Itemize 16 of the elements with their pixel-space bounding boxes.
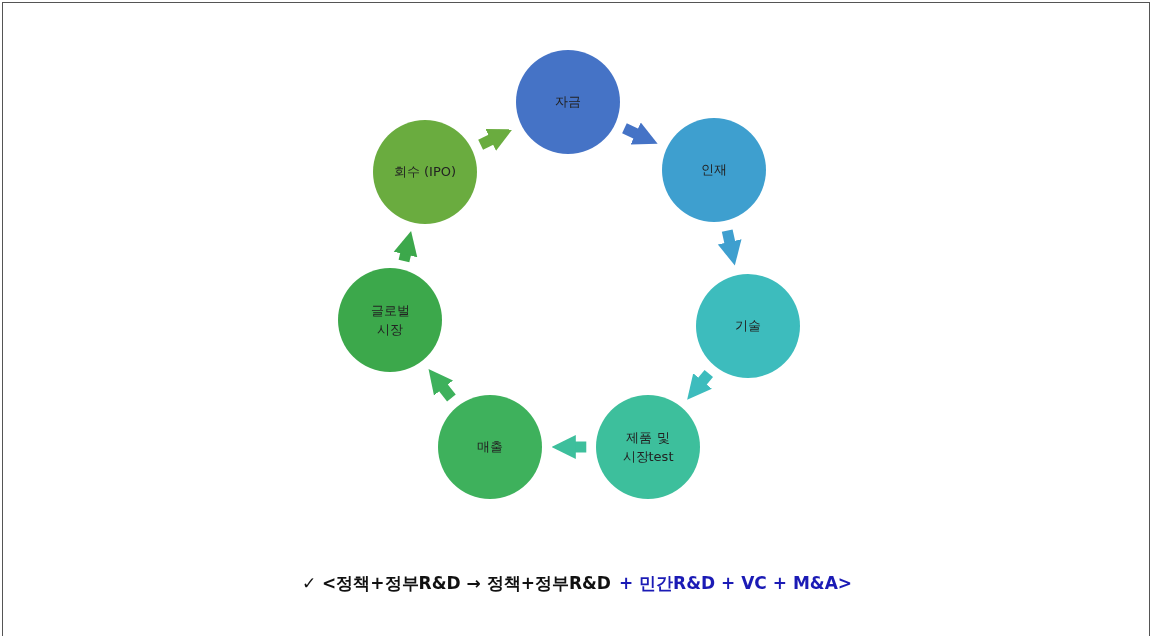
arrow (478, 128, 513, 151)
stage-circle: 제품 및 시장test (596, 395, 700, 499)
arrow (622, 122, 658, 145)
stage-circle: 회수 (IPO) (373, 120, 477, 224)
arrow (428, 368, 456, 402)
stage-circle: 매출 (438, 395, 542, 499)
note-text: ✓ <정책+정부R&D → 정책+정부R&D (301, 572, 611, 595)
stage-circle: 기술 (696, 274, 800, 378)
note-text: + 민간R&D + VC + M&A> (618, 572, 853, 595)
arrow (717, 229, 742, 266)
arrow (393, 230, 418, 263)
arrow (551, 434, 587, 460)
stage-circle: 글로벌 시장 (338, 268, 442, 372)
stage-circle: 인재 (662, 118, 766, 222)
stage-circle: 자금 (516, 50, 620, 154)
arrow (687, 369, 714, 400)
